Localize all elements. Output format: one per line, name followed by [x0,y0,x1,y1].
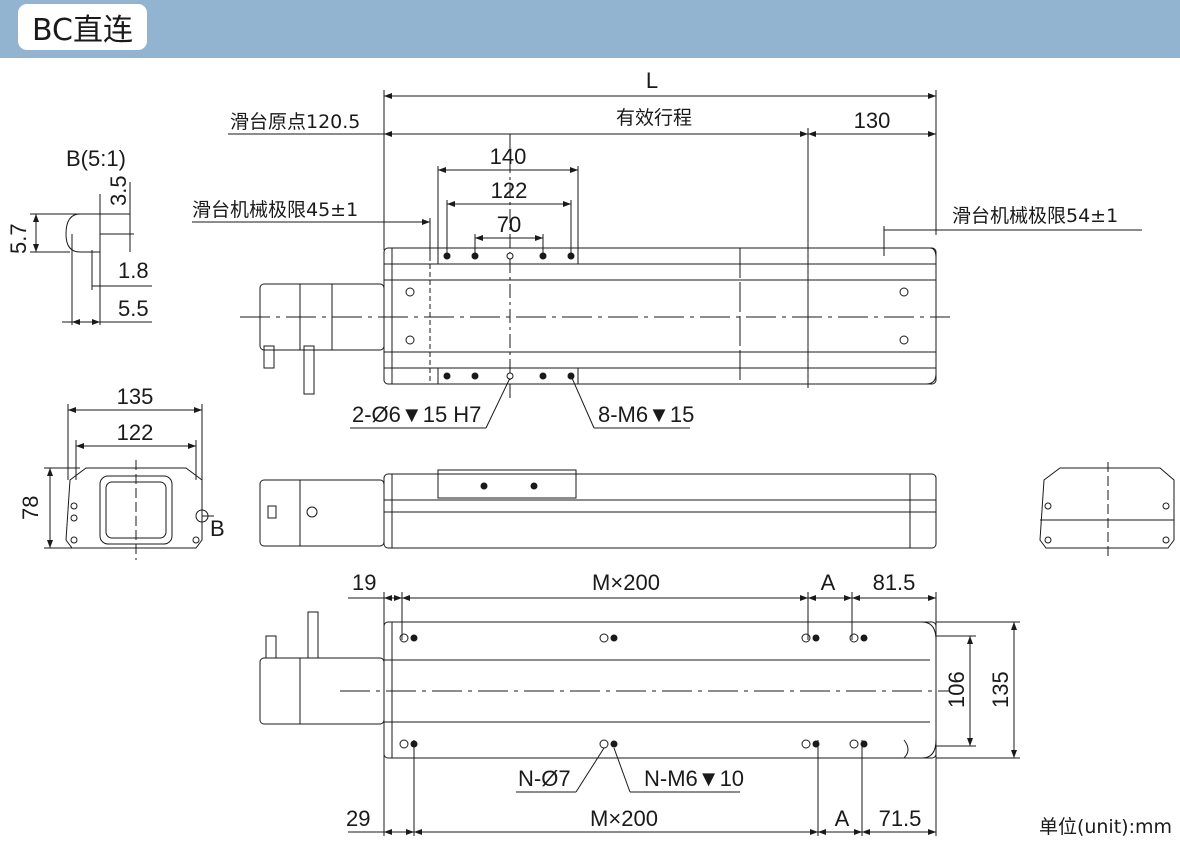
label-limit-right: 滑台机械极限54±1 [952,205,1118,227]
dim-19: 19 [352,570,376,595]
dim-122-end: 122 [117,420,154,445]
dim-5-5: 5.5 [118,296,149,321]
depth-symbol-icon: ▼ [401,402,423,427]
dim-m200-top: M×200 [592,570,660,595]
side-view-marks [480,482,538,490]
dim-135-bottom: 135 [988,671,1013,708]
dim-29: 29 [346,806,370,831]
detail-b [30,182,152,325]
label-limit-left: 滑台机械极限45±1 [192,199,358,221]
dim-140: 140 [490,144,527,169]
dim-122-top: 122 [491,178,528,203]
label-b-mark: B [210,516,225,541]
header-bar: BC直连 [0,0,1180,58]
end-view-right [1039,462,1175,560]
dim-m200-bottom: M×200 [590,806,658,831]
dim-5-7: 5.7 [6,223,31,254]
dim-135-end: 135 [117,384,154,409]
depth-symbol-icon: ▼ [648,402,670,427]
detail-b-title: B(5:1) [66,146,126,171]
top-view-holes [405,252,909,380]
dim-71-5: 71.5 [879,806,922,831]
label-slide-origin: 滑台原点120.5 [230,111,360,133]
bottom-view-holes [399,633,868,749]
label-n-pin: N-Ø7 [518,766,571,791]
dim-l: L [646,68,658,93]
bottom-view [259,592,1020,836]
label-pin-hole: 2-Ø6▼15 H7 [352,402,481,427]
label-n-thread: N-M6▼10 [644,766,744,791]
dim-1-8: 1.8 [118,258,149,283]
dim-a-top: A [821,570,836,595]
label-thread-hole: 8-M6▼15 [598,402,694,427]
dim-78: 78 [18,496,43,520]
dim-130: 130 [854,108,891,133]
side-view [259,469,937,549]
unit-label: 单位(unit):mm [1038,816,1172,838]
top-view [192,90,1142,429]
depth-symbol-icon: ▼ [698,766,720,791]
dim-3-5: 3.5 [106,175,131,206]
dim-70: 70 [497,212,521,237]
end-view [44,404,214,560]
label-effective-stroke: 有效行程 [616,107,692,129]
dim-81-5: 81.5 [873,570,916,595]
header-title: BC直连 [18,4,148,50]
dim-106: 106 [944,671,969,708]
dim-a-bottom: A [835,806,850,831]
